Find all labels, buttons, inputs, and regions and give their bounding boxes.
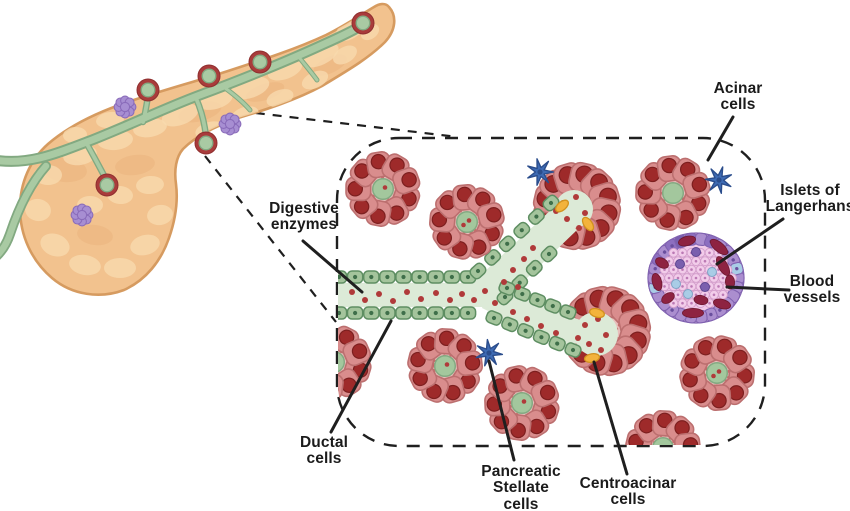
blood-vessel xyxy=(651,273,663,291)
acinar-cell-cluster xyxy=(345,151,421,227)
blood-vessel xyxy=(709,238,729,256)
ductal-cell xyxy=(528,292,547,308)
stellate-cell-body xyxy=(716,177,722,183)
label-blood-vessels: Blood vessels xyxy=(783,273,841,307)
ductal-cell xyxy=(338,306,348,320)
label-digestive-enzymes: Digestive enzymes xyxy=(269,200,339,234)
organ-islet-cluster xyxy=(218,112,242,136)
magnifier-connector-lines xyxy=(204,107,459,323)
stellate-cell-body xyxy=(537,169,543,175)
ductal-cell xyxy=(532,329,551,346)
ductal-cell xyxy=(559,304,577,320)
acinar-cell-cluster xyxy=(625,410,702,445)
organ-acinus xyxy=(248,50,272,74)
label-leader-lines xyxy=(301,115,791,476)
ductal-cell xyxy=(525,259,543,277)
islet-of-langerhans xyxy=(647,232,745,324)
ductal-cell xyxy=(427,306,445,320)
blood-vessel xyxy=(678,235,696,247)
blood-vessel xyxy=(713,298,731,310)
ductal-cell xyxy=(513,286,531,302)
magnified-region-border xyxy=(335,136,767,448)
ductal-cell xyxy=(379,306,396,320)
ductal-cell xyxy=(527,208,545,226)
organ-islet-cluster xyxy=(113,95,137,119)
blood-vessel xyxy=(724,274,736,290)
label-pancreatic-stellate-cells: Pancreatic Stellate cells xyxy=(481,463,561,511)
ductal-cell xyxy=(427,270,445,284)
ductal-cell xyxy=(542,194,560,212)
acinar-cell-cluster xyxy=(484,365,560,442)
ductal-cell xyxy=(395,270,412,284)
ductal-cell xyxy=(362,306,380,320)
ductal-cell xyxy=(484,248,502,266)
pancreas-organ xyxy=(0,2,396,296)
ductal-cell xyxy=(485,310,503,326)
ductal-cell xyxy=(346,306,364,320)
centroacinar-cell xyxy=(581,216,595,232)
ductal-cell xyxy=(379,270,396,284)
acinar-cell-cluster xyxy=(679,335,755,411)
ductal-cell xyxy=(411,270,428,284)
acinar-cell-cluster xyxy=(429,184,505,260)
stellate-cell-body xyxy=(486,350,492,356)
ductal-cell xyxy=(443,306,461,320)
ductal-cell xyxy=(443,270,461,284)
magnified-tissue-view xyxy=(338,151,755,445)
label-islets-of-langerhans: Islets of Langerhans xyxy=(765,182,850,216)
organ-acinus xyxy=(95,173,119,197)
centroacinar-cell xyxy=(555,199,569,213)
ductal-cell xyxy=(411,306,428,320)
organ-islet-cluster xyxy=(70,203,94,227)
ductal-cell xyxy=(544,298,562,314)
centroacinar-cell xyxy=(589,307,605,319)
acinar-cell-cluster xyxy=(407,328,484,404)
acinar-cell-cluster xyxy=(635,154,711,231)
organ-acinus xyxy=(197,64,221,88)
acinar-cell-cluster xyxy=(338,324,372,401)
ductal-cell xyxy=(498,235,516,253)
ductal-cell xyxy=(548,335,566,352)
ductal-cell xyxy=(346,270,364,284)
blood-vessel xyxy=(655,257,669,269)
organ-acinus xyxy=(194,131,218,155)
ductal-cell-walls xyxy=(338,194,582,358)
label-ductal-cells: Ductal cells xyxy=(300,434,348,468)
ductal-cell xyxy=(516,322,535,339)
label-centroacinar-cells: Centroacinar cells xyxy=(579,475,677,509)
ductal-cell xyxy=(513,221,531,239)
ductal-cell xyxy=(395,306,412,320)
blood-vessel xyxy=(661,292,675,304)
ductal-cell xyxy=(459,306,477,320)
organ-acinus xyxy=(136,78,160,102)
organ-acinus xyxy=(351,11,375,35)
ductal-cell xyxy=(564,342,582,358)
ductal-cell xyxy=(540,245,558,263)
ductal-cell xyxy=(362,270,380,284)
ductal-cell xyxy=(501,316,519,333)
label-acinar-cells: Acinar cells xyxy=(713,80,763,114)
blood-vessel xyxy=(681,307,705,318)
ductal-cell xyxy=(469,262,487,280)
blood-vessel xyxy=(693,294,709,306)
